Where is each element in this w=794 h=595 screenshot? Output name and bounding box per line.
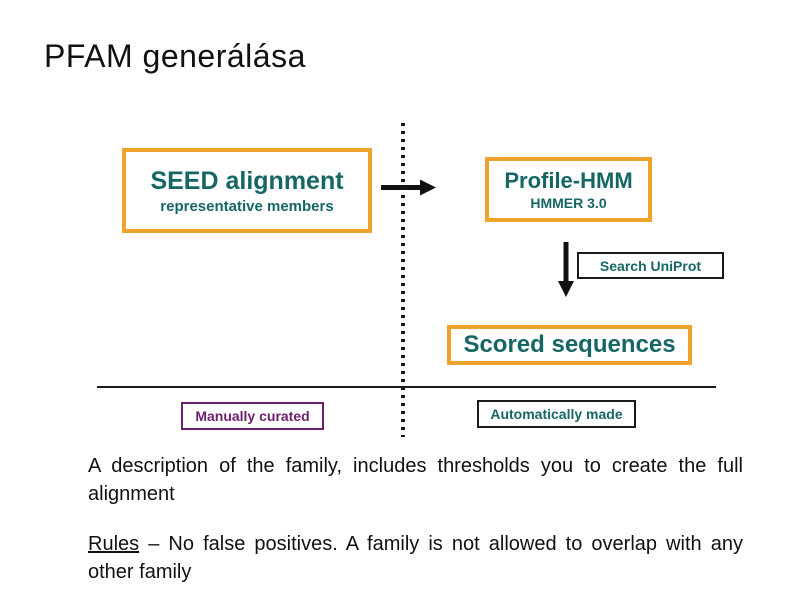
seed-alignment-subtitle: representative members (160, 197, 334, 215)
profile-hmm-box: Profile-HMM HMMER 3.0 (485, 157, 652, 222)
right-arrow-icon (381, 179, 436, 196)
slide-title: PFAM generálása (44, 38, 306, 74)
automatically-made-label: Automatically made (490, 406, 623, 422)
search-uniprot-label: Search UniProt (599, 257, 702, 274)
seed-alignment-title: SEED alignment (150, 166, 344, 195)
horizontal-divider-line (97, 386, 716, 388)
scored-sequences-label: Scored sequences (463, 331, 676, 358)
seed-alignment-box: SEED alignment representative members (122, 148, 372, 233)
rules-text: – No false positives. A family is not al… (88, 533, 743, 583)
down-arrow-icon (558, 242, 574, 297)
profile-hmm-title: Profile-HMM (504, 168, 633, 193)
search-uniprot-box: Search UniProt (577, 252, 724, 279)
automatically-made-box: Automatically made (477, 400, 636, 428)
dotted-divider-line (401, 123, 405, 437)
rules-paragraph: Rules – No false positives. A family is … (88, 530, 743, 586)
profile-hmm-subtitle: HMMER 3.0 (530, 195, 607, 211)
manually-curated-label: Manually curated (195, 408, 310, 424)
manually-curated-box: Manually curated (181, 402, 324, 430)
rules-label: Rules (88, 533, 140, 555)
description-paragraph: A description of the family, includes th… (88, 455, 743, 505)
scored-sequences-box: Scored sequences (447, 325, 692, 365)
